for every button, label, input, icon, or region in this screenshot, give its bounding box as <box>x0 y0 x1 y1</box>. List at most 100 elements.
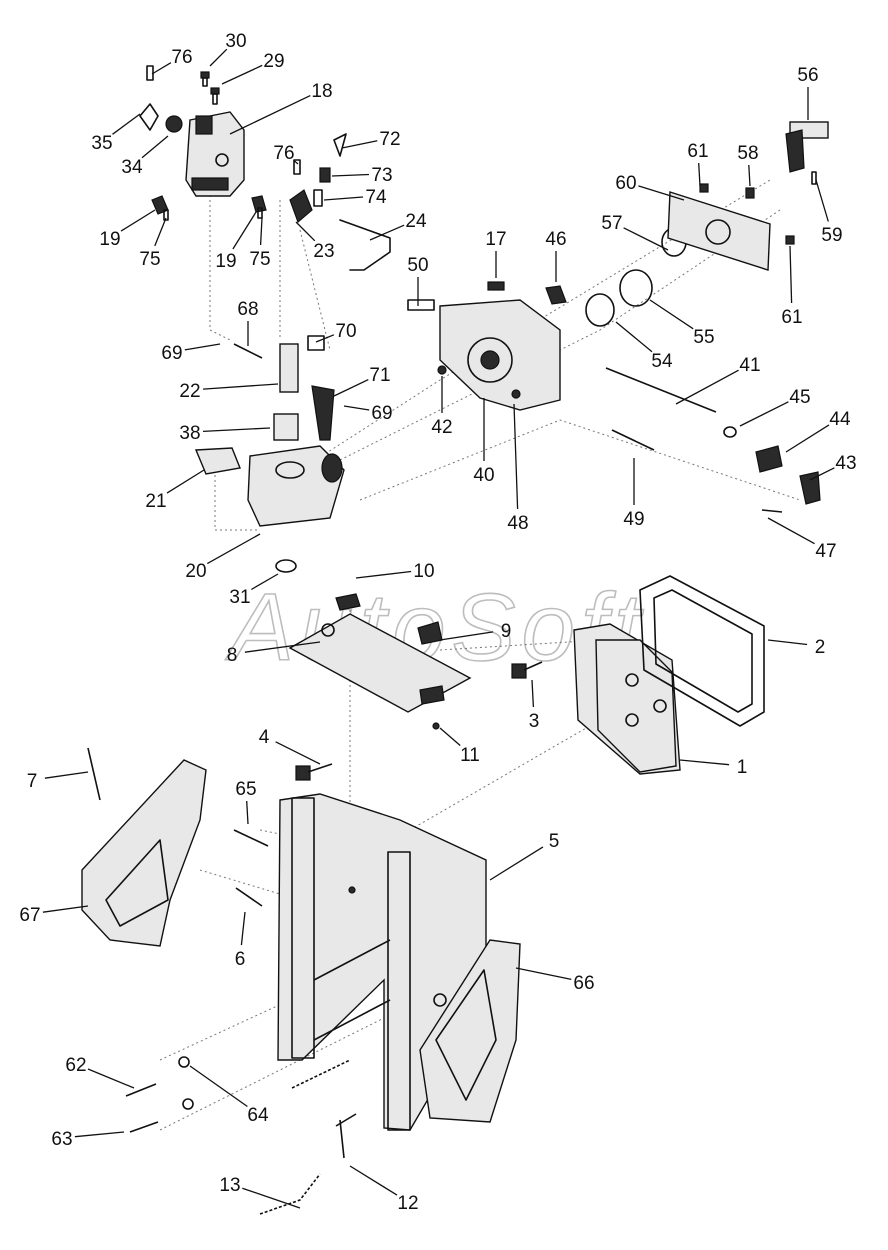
part-gasket-2 <box>639 575 765 727</box>
leader-line-c11 <box>439 727 461 746</box>
callout-label-c43: 43 <box>835 453 856 474</box>
part-bolts-62-63 <box>125 1056 194 1133</box>
callout-label-c7: 7 <box>27 771 38 792</box>
leader-line-c70 <box>315 334 335 343</box>
leader-line-c30 <box>209 48 228 67</box>
leader-line-c43 <box>809 467 835 481</box>
leader-line-c65 <box>246 800 249 825</box>
leader-line-c23 <box>295 221 316 242</box>
callout-label-c61: 61 <box>687 141 708 162</box>
leader-line-c3 <box>531 679 535 708</box>
callout-label-c74: 74 <box>365 187 387 208</box>
callout-label-c34: 34 <box>121 157 143 178</box>
callout-label-c64: 64 <box>247 1105 269 1126</box>
callout-label-c57: 57 <box>601 213 622 234</box>
callout-label-c44: 44 <box>829 409 851 430</box>
leader-line-c61 <box>698 162 701 187</box>
callout-label-c38: 38 <box>179 423 200 444</box>
leader-line-c6 <box>240 911 246 946</box>
leader-line-c62 <box>87 1068 135 1089</box>
callout-label-c47: 47 <box>815 541 836 562</box>
leader-line-c7 <box>44 771 89 779</box>
leader-line-c47 <box>767 517 815 545</box>
part-hitch-jaw-20 <box>194 335 345 573</box>
leader-line-c63 <box>74 1131 125 1138</box>
callout-label-c55: 55 <box>693 327 714 348</box>
part-bolts-6-65 <box>233 829 269 907</box>
part-housing-40 <box>407 281 567 411</box>
callout-label-c54: 54 <box>651 351 673 372</box>
callout-label-c71: 71 <box>369 365 390 386</box>
part-guide-66 <box>419 939 521 1123</box>
part-guide-67 <box>81 747 207 947</box>
leader-line-c75b <box>259 217 263 246</box>
part-crank-24 <box>339 219 391 271</box>
leader-line-c19b <box>232 211 257 250</box>
callout-label-c60: 60 <box>615 173 636 194</box>
leader-line-c75 <box>154 217 167 247</box>
callout-label-c68: 68 <box>237 299 258 320</box>
part-shaft-41 <box>605 367 717 451</box>
callout-label-c65: 65 <box>235 779 256 800</box>
callout-label-c31: 31 <box>229 587 250 608</box>
callout-label-c59: 59 <box>821 225 842 246</box>
leader-line-c55 <box>649 299 694 330</box>
callout-label-c46: 46 <box>545 229 566 250</box>
leader-line-c69 <box>184 343 221 351</box>
callout-label-c62: 62 <box>65 1055 86 1076</box>
leader-line-c4 <box>275 741 321 765</box>
callout-label-c73: 73 <box>371 165 392 186</box>
callout-label-c5: 5 <box>549 831 560 852</box>
callout-label-c49: 49 <box>623 509 644 530</box>
callout-label-c29: 29 <box>263 51 284 72</box>
part-spring-group <box>723 426 821 513</box>
callout-label-c50: 50 <box>407 255 428 276</box>
leader-line-c35 <box>112 113 141 135</box>
leader-line-c5 <box>489 846 544 881</box>
callout-label-c10: 10 <box>413 561 434 582</box>
leader-line-c57 <box>623 227 669 251</box>
callout-label-c3: 3 <box>529 711 540 732</box>
part-bracket-18 <box>185 111 245 197</box>
leader-line-c31 <box>250 573 279 591</box>
callout-label-c61b: 61 <box>781 307 802 328</box>
leader-line-c71 <box>333 379 369 397</box>
leader-line-c61b <box>789 245 793 304</box>
part-pin-12 <box>259 1059 357 1215</box>
leader-line-c8 <box>244 641 321 653</box>
callout-label-c1: 1 <box>737 757 748 778</box>
callout-label-c19b: 19 <box>215 251 236 272</box>
leader-line-c22 <box>202 383 279 390</box>
leader-line-c69b <box>343 405 370 411</box>
leader-line-c24 <box>369 224 405 241</box>
callout-label-c41: 41 <box>739 355 760 376</box>
callout-label-c19: 19 <box>99 229 120 250</box>
leader-line-c21 <box>166 469 205 494</box>
callout-label-c72: 72 <box>379 129 400 150</box>
leader-line-c74 <box>323 196 364 201</box>
leader-line-c45 <box>739 401 789 427</box>
callout-label-c9: 9 <box>501 621 512 642</box>
callout-label-c76: 76 <box>171 47 192 68</box>
callout-label-c17: 17 <box>485 229 506 250</box>
callout-label-c6: 6 <box>235 949 246 970</box>
callout-label-c21: 21 <box>145 491 166 512</box>
leader-line-c19 <box>120 209 156 232</box>
leader-line-c54 <box>615 321 653 353</box>
leader-line-c9 <box>439 631 494 641</box>
callout-label-c69b: 69 <box>371 403 392 424</box>
leader-line-c12 <box>349 1165 398 1196</box>
leader-line-c34 <box>141 135 169 159</box>
leader-line-c20 <box>206 533 261 565</box>
leader-line-c66 <box>515 967 572 981</box>
callout-label-c13: 13 <box>219 1175 240 1196</box>
leader-line-c59 <box>815 179 829 222</box>
callout-label-c56: 56 <box>797 65 818 86</box>
leader-line-c72 <box>341 140 378 149</box>
part-plate-8 <box>288 593 472 730</box>
callout-label-c35: 35 <box>91 133 112 154</box>
callout-label-c69: 69 <box>161 343 182 364</box>
leader-line-c44 <box>785 424 830 453</box>
leader-line-c76b <box>293 160 299 165</box>
callout-layer: 1234567891011121317181919202122232429303… <box>19 31 856 1214</box>
